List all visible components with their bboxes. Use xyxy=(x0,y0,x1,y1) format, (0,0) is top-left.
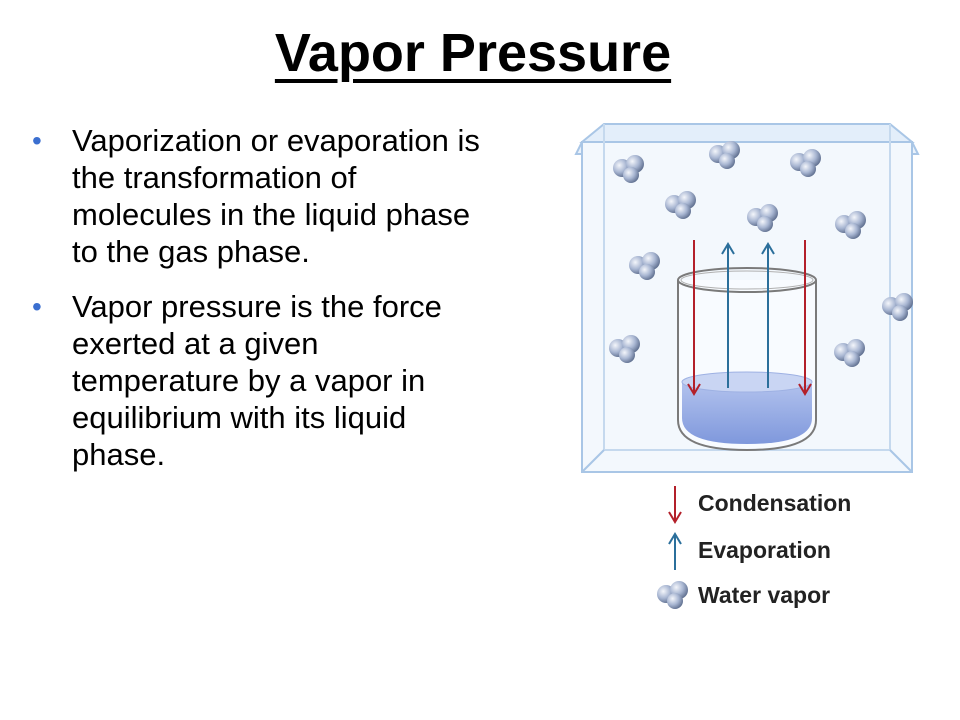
bullet-dot-icon: • xyxy=(32,125,42,156)
bullet-dot-icon: • xyxy=(32,291,42,322)
molecule-icon xyxy=(657,581,688,609)
bullet-text: Vaporization or evaporation is the trans… xyxy=(72,123,480,269)
condensation-arrows xyxy=(687,240,812,396)
down-arrow-icon xyxy=(668,486,682,524)
legend-water-vapor-label: Water vapor xyxy=(698,582,831,608)
up-arrow-icon xyxy=(668,532,682,570)
legend-evaporation-label: Evaporation xyxy=(698,537,831,563)
bullet-text: Vapor pressure is the force exerted at a… xyxy=(72,289,442,472)
bullet-list: • Vaporization or evaporation is the tra… xyxy=(32,122,482,491)
evaporation-arrows xyxy=(721,242,775,388)
legend-condensation-label: Condensation xyxy=(698,490,852,516)
beaker xyxy=(677,267,817,452)
slide-title: Vapor Pressure xyxy=(274,23,672,83)
container-diagram xyxy=(574,123,920,609)
legend-icons xyxy=(657,486,688,609)
vapor-pressure-figure: Condensation Evaporation Water vapor xyxy=(572,120,932,620)
bullet-item: • Vaporization or evaporation is the tra… xyxy=(32,122,482,270)
bullet-item: • Vapor pressure is the force exerted at… xyxy=(32,288,482,473)
